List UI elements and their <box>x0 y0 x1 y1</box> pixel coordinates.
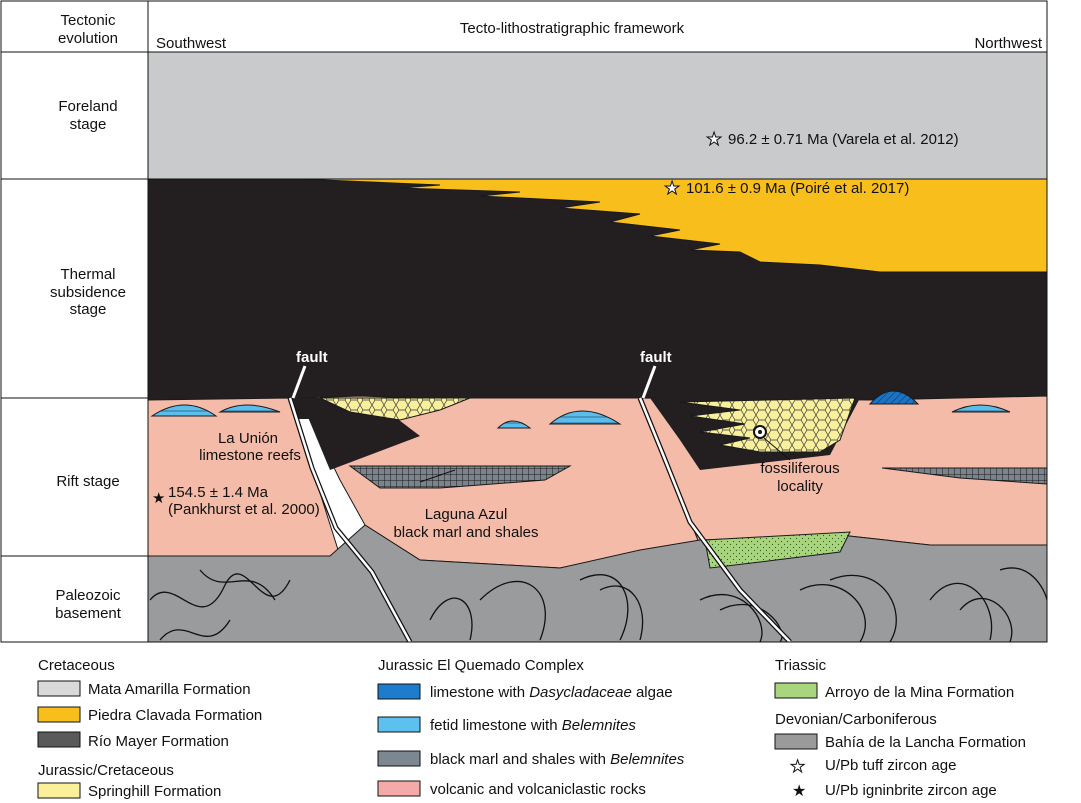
annotations: ★ 96.2 ± 0.71 Ma (Varela et al. 2012) ★ … <box>152 129 959 542</box>
foreland-gray-layer <box>148 52 1047 179</box>
age-pankhurst-line1: 154.5 ± 1.4 Ma <box>168 484 269 501</box>
springhill-right <box>679 397 856 453</box>
legend-heading-triassic: Triassic <box>775 657 827 674</box>
limestone-lens-2 <box>218 404 281 413</box>
legend-label-black-marl: black marl and shales with Belemnites <box>430 751 685 768</box>
fossil-leader-line <box>763 437 791 461</box>
paleozoic-label-line1: Paleozoic <box>55 587 121 604</box>
legend-swatch-arroyo-mina <box>774 682 818 699</box>
thermal-label-line3: stage <box>70 301 107 318</box>
legend: Cretaceous Mata Amarilla Formation Piedr… <box>37 657 1026 800</box>
age-pankhurst-line2: (Pankhurst et al. 2000) <box>168 501 320 518</box>
fault-right-stub <box>641 365 657 399</box>
limestone-lens-1 <box>150 404 218 417</box>
legend-swatch-bahia-lancha <box>774 733 818 750</box>
legend-label-dasycladaceae: limestone with Dasycladaceae algae <box>430 684 673 701</box>
column-title-line1: Tectonic <box>60 12 116 29</box>
laguna-azul-marl <box>348 465 572 489</box>
fault-line-left-inner <box>288 397 412 642</box>
limestone-lens-5 <box>951 404 1011 413</box>
legend-label-volcanic: volcanic and volcaniclastic rocks <box>430 781 646 798</box>
fossil-label-line1: fossiliferous <box>760 460 839 477</box>
springhill-middle <box>319 397 471 421</box>
northwest-label: Northwest <box>974 35 1042 52</box>
limestone-lens-4 <box>548 410 622 425</box>
fault-label-right: fault <box>640 349 672 366</box>
age-varela-label: 96.2 ± 0.71 Ma (Varela et al. 2012) <box>728 131 959 148</box>
laguna-azul-line1: Laguna Azul <box>425 506 508 523</box>
star-open-poire: ★ <box>664 178 680 198</box>
star-open-varela: ★ <box>706 129 722 149</box>
southwest-label: Southwest <box>156 35 227 52</box>
cross-section <box>148 52 1047 642</box>
legend-star-open-icon: ★ <box>790 757 805 776</box>
legend-swatch-springhill <box>37 782 81 799</box>
fault-line-right-inner <box>638 397 791 642</box>
legend-label-arroyo-mina: Arroyo de la Mina Formation <box>825 684 1014 701</box>
foreland-label-line1: Foreland <box>58 98 117 115</box>
legend-swatch-black-marl <box>377 750 421 767</box>
legend-swatch-dasycladaceae <box>377 683 421 700</box>
legend-label-springhill: Springhill Formation <box>88 783 221 800</box>
legend-label-bahia-lancha: Bahía de la Lancha Formation <box>825 734 1026 751</box>
marl-right <box>881 467 1047 485</box>
legend-label-rio-mayer: Río Mayer Formation <box>88 733 229 750</box>
column-title-line2: evolution <box>58 30 118 47</box>
legend-swatch-mata-amarilla <box>37 680 81 697</box>
la-union-label-line1: La Unión <box>218 430 278 447</box>
legend-swatch-fetid-limestone <box>377 716 421 733</box>
thermal-label-line1: Thermal <box>60 266 115 283</box>
fault-label-left: fault <box>296 349 328 366</box>
rift-label: Rift stage <box>56 473 119 490</box>
legend-swatch-volcanic <box>377 780 421 797</box>
legend-label-ignimbrite: U/Pb igninbrite zircon age <box>825 782 997 799</box>
laguna-leader-line <box>419 469 456 483</box>
foreland-label-line2: stage <box>70 116 107 133</box>
legend-heading-devonian: Devonian/Carboniferous <box>775 711 937 728</box>
limestone-lens-3 <box>496 420 532 429</box>
legend-swatch-piedra-clavada <box>37 706 81 723</box>
legend-heading-jurassic-cretaceous: Jurassic/Cretaceous <box>38 762 174 779</box>
dasyclad-lens <box>868 390 920 405</box>
legend-heading-el-quemado: Jurassic El Quemado Complex <box>378 657 584 674</box>
header-row: Tectonic evolution Tecto-lithostratigrap… <box>58 12 1043 52</box>
fossil-label-line2: locality <box>777 478 823 495</box>
stage-grid <box>0 0 1048 643</box>
legend-label-piedra-clavada: Piedra Clavada Formation <box>88 707 262 724</box>
limestone-lenses <box>150 390 1011 429</box>
paleozoic-label-line2: basement <box>55 605 122 622</box>
age-poire-label: 101.6 ± 0.9 Ma (Poiré et al. 2017) <box>686 180 909 197</box>
la-union-label-line2: limestone reefs <box>199 447 301 464</box>
laguna-azul-line2: black marl and shales <box>393 524 538 541</box>
legend-star-filled-icon: ★ <box>792 783 806 800</box>
stage-labels: Foreland stage Thermal subsidence stage … <box>50 98 126 622</box>
piedra-clavada-yellow-layer <box>299 178 1047 273</box>
basement-folds <box>149 567 1047 642</box>
legend-label-tuff: U/Pb tuff zircon age <box>825 757 956 774</box>
arroyo-mina-green <box>704 531 851 569</box>
legend-label-mata-amarilla: Mata Amarilla Formation <box>88 681 251 698</box>
thermal-label-line2: subsidence <box>50 284 126 301</box>
legend-swatch-rio-mayer <box>37 731 81 748</box>
fault-left-stub <box>291 365 307 399</box>
framework-title: Tecto-lithostratigraphic framework <box>460 20 685 37</box>
legend-heading-cretaceous: Cretaceous <box>38 657 115 674</box>
star-filled-pankhurst: ★ <box>152 490 165 507</box>
legend-label-fetid-limestone: fetid limestone with Belemnites <box>430 717 636 734</box>
